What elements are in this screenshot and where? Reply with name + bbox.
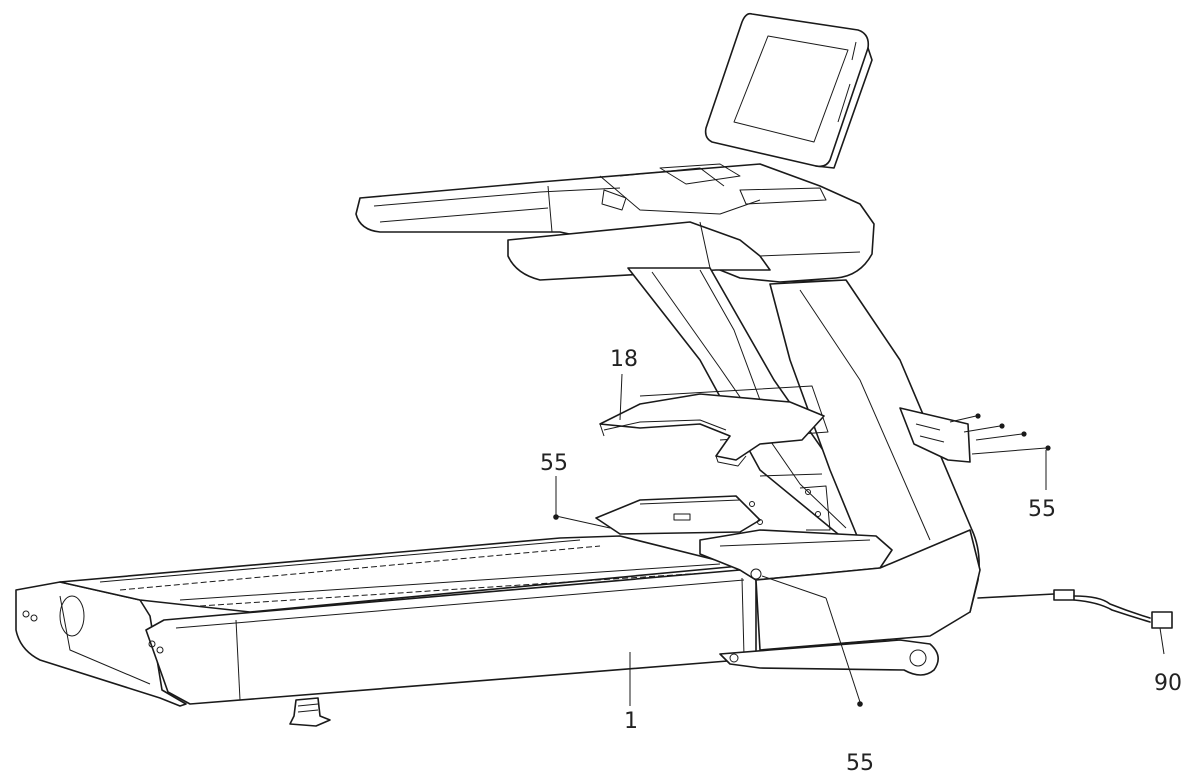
callout-55-c: 55 [761,575,874,776]
accessory-tray-part-18 [599,393,825,467]
callout-label-55-c: 55 [846,751,874,776]
callout-label-55-b: 55 [1028,497,1056,522]
handlebar-assembly [355,163,875,283]
callout-label-90: 90 [1154,671,1182,696]
callout-label-18: 18 [610,347,638,372]
callout-90: 90 [1154,671,1182,696]
treadmill-deck [15,529,981,727]
side-bracket [899,407,1051,463]
callout-18: 18 [610,347,638,421]
callout-1: 1 [624,652,638,734]
callout-label-55-a: 55 [540,451,568,476]
callout-label-1: 1 [624,709,638,734]
power-cord-part-90 [977,589,1173,655]
callout-55-a: 55 [540,451,611,529]
console-screen [704,12,873,169]
callout-55-b: 55 [1028,450,1056,522]
